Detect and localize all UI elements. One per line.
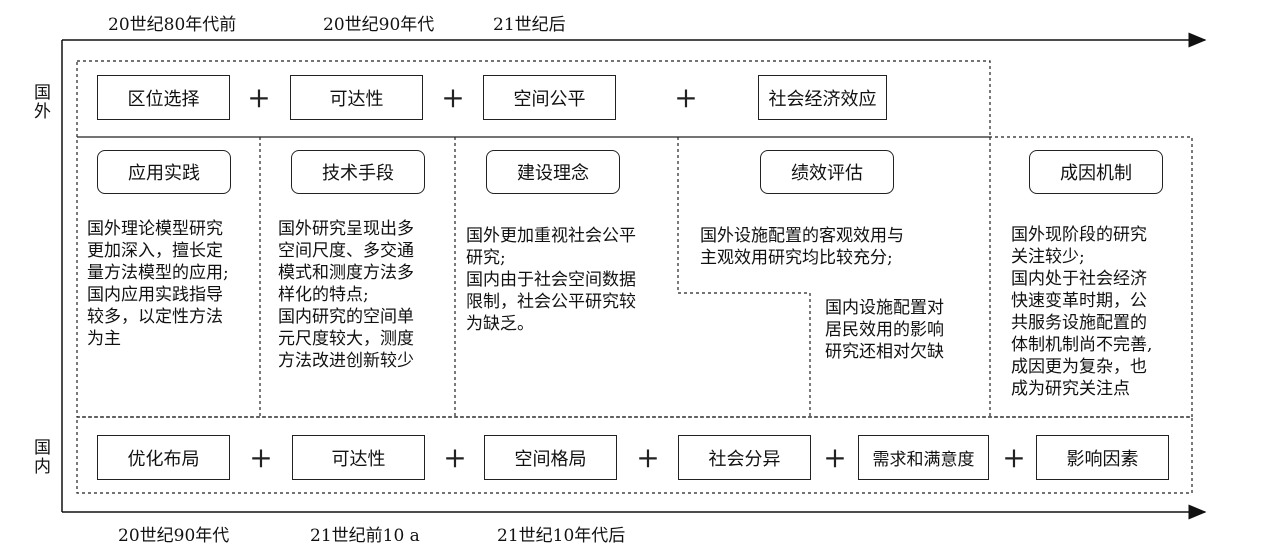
category-title-1: 应用实践 (97, 150, 231, 194)
comparison-region (76, 136, 1193, 418)
category-text-4a: 国外设施配置的客观效用与 主观效用研究均比较充分; (700, 226, 904, 268)
plus-icon: + (441, 81, 465, 114)
category-text-4b: 国内设施配置对 居民效用的影响 研究还相对欠缺 (825, 298, 944, 362)
domestic-stage-2: 可达性 (292, 435, 425, 480)
foreign-stage-4: 社会经济效应 (758, 75, 887, 120)
category-title-3: 建设理念 (486, 150, 620, 194)
category-text-1: 国外理论模型研究 更加深入，擅长定 量方法模型的应用; 国内应用实践指导 较多，… (87, 219, 229, 349)
domestic-stage-4: 社会分异 (678, 435, 811, 480)
domestic-region (76, 416, 1193, 494)
plus-icon: + (249, 441, 273, 474)
category-text-3: 国外更加重视社会公平 研究; 国内由于社会空间数据 限制，社会公平研究较 为缺乏… (466, 226, 636, 334)
plus-icon: + (823, 441, 847, 474)
foreign-stage-3: 空间公平 (483, 75, 616, 120)
foreign-label: 国外 (30, 83, 50, 121)
domestic-stage-1: 优化布局 (97, 435, 230, 480)
domestic-stage-5: 需求和满意度 (858, 435, 989, 480)
category-title-2: 技术手段 (291, 150, 425, 194)
category-text-2: 国外研究呈现出多 空间尺度、多交通 模式和测度方法多 样化的特点; 国内研究的空… (278, 219, 414, 371)
category-title-5: 成因机制 (1029, 150, 1163, 194)
foreign-region (76, 60, 991, 138)
top-period-2: 20世纪90年代 (323, 15, 435, 35)
top-period-3: 21世纪后 (493, 15, 566, 35)
foreign-stage-2: 可达性 (290, 75, 423, 120)
category-text-5: 国外现阶段的研究 关注较少; 国内处于社会经济 快速变革时期，公 共服务设施配置… (1011, 225, 1153, 399)
plus-icon: + (443, 441, 467, 474)
plus-icon: + (674, 81, 698, 114)
domestic-stage-6: 影响因素 (1036, 435, 1169, 480)
plus-icon: + (1002, 441, 1026, 474)
top-period-1: 20世纪80年代前 (108, 15, 237, 35)
bottom-period-2: 21世纪前10 a (310, 526, 420, 546)
foreign-stage-1: 区位选择 (97, 75, 230, 120)
bottom-period-3: 21世纪10年代后 (497, 526, 626, 546)
domestic-stage-3: 空间格局 (484, 435, 617, 480)
plus-icon: + (247, 81, 271, 114)
category-title-4: 绩效评估 (760, 150, 894, 194)
plus-icon: + (636, 441, 660, 474)
bottom-period-1: 20世纪90年代 (118, 526, 230, 546)
domestic-label: 国内 (30, 438, 50, 476)
